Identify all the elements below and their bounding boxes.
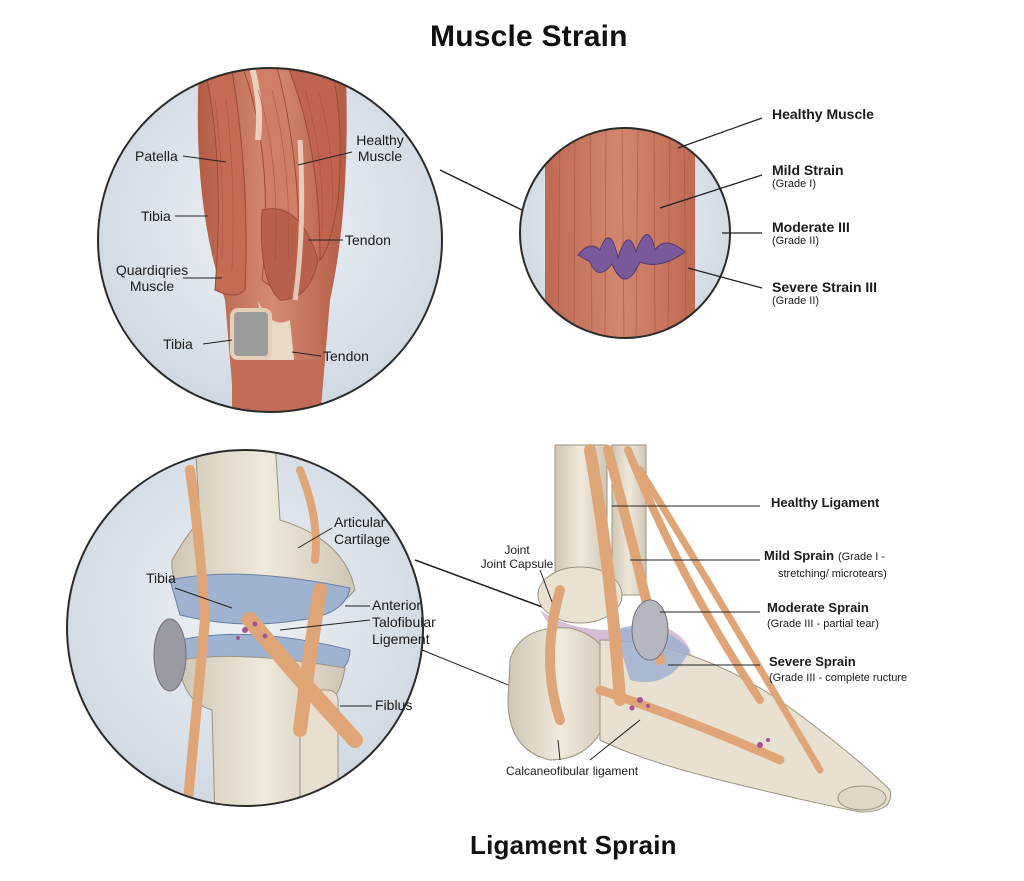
label-patella: Patella [135, 148, 178, 164]
label-healthy-muscle-line1: Healthy [356, 132, 404, 148]
label-anterior-line2: Talofibular [372, 614, 436, 630]
sprain-stage-moderate: Moderate Sprain (Grade III - partial tea… [767, 600, 879, 632]
sprain-leader-lines [539, 505, 760, 761]
label-articular-line1: Articular [334, 514, 386, 530]
strain-stage-grade: (Grade I) [772, 178, 817, 190]
strain-stage-name: Severe Strain III [772, 279, 878, 295]
ligament-sprain-title: Ligament Sprain [470, 830, 677, 860]
sprain-stage-name: Severe Sprain [769, 654, 856, 669]
strain-stage-severe: Severe Strain III (Grade II) [772, 279, 877, 308]
label-anterior-line1: Anterior [372, 597, 422, 613]
strain-stage-name: Healthy Muscle [772, 106, 874, 122]
strain-stage-name: Mild Strain [772, 162, 844, 178]
sprain-stage-mild: Mild Sprain (Grade I - stretching/ micro… [764, 548, 887, 582]
strain-stage-healthy: Healthy Muscle [772, 106, 874, 122]
label-anterior-line3: Ligement [372, 631, 430, 647]
connector-line [414, 559, 546, 609]
label-tendon-upper: Tendon [345, 232, 391, 248]
sprain-stage-severe: Severe Sprain (Grade III - complete ruct… [769, 654, 907, 686]
label-tibia-upper: Tibia [141, 208, 171, 224]
sprain-stage-desc: (Grade I - [837, 551, 886, 563]
label-articular-cartilage: Articular Cartilage [334, 514, 390, 548]
label-healthy-muscle: Healthy Muscle [348, 132, 412, 164]
strain-leader-lines [659, 117, 763, 289]
label-tibia-lower: Tibia [163, 336, 193, 352]
sprain-stage-desc: (Grade III - partial tear) [767, 618, 879, 630]
label-anterior-talofibular: Anterior Talofibular Ligement [372, 597, 436, 648]
label-knee-tibia: Tibia [146, 570, 176, 586]
knee-joint-illustration [66, 449, 424, 807]
label-tendon-lower: Tendon [323, 348, 369, 364]
strain-stage-moderate: Moderate III (Grade II) [772, 219, 850, 248]
label-articular-line2: Cartilage [334, 531, 391, 547]
ankle-foot-illustration [507, 444, 892, 813]
sprain-stage-healthy: Healthy Ligament [771, 494, 879, 511]
label-fiblus: Fiblus [375, 697, 413, 713]
label-quadriceps: Quardiqries Muscle [106, 262, 198, 294]
label-healthy-muscle-line2: Muscle [357, 148, 403, 164]
strain-stage-grade: (Grade II) [772, 295, 820, 307]
label-joint-line2: Joint Capsule [480, 557, 554, 571]
strain-stage-mild: Mild Strain (Grade I) [772, 162, 844, 191]
sprain-stage-desc-2: stretching/ microtears) [778, 568, 887, 580]
connector-line [439, 169, 523, 211]
leg-leader-lines [175, 151, 353, 357]
label-joint-capsule: Joint Joint Capsule [462, 543, 572, 571]
sprain-stage-name: Moderate Sprain [767, 600, 869, 615]
strain-stage-name: Moderate III [772, 219, 850, 235]
muscle-tear-zoom [519, 127, 731, 339]
label-calcaneofibular: Calcaneofibular ligament [506, 764, 639, 778]
leg-muscle-illustration [97, 67, 443, 413]
label-joint-line1: Joint [504, 543, 530, 557]
sprain-stage-desc: (Grade III - complete ructure [769, 672, 908, 684]
sprain-stage-name: Healthy Ligament [771, 495, 880, 510]
label-quadriceps-line2: Muscle [129, 278, 175, 294]
label-quadriceps-line1: Quardiqries [115, 262, 189, 278]
sprain-stage-name: Mild Sprain [764, 548, 835, 563]
strain-stage-grade: (Grade II) [772, 235, 820, 247]
muscle-strain-title: Muscle Strain [430, 20, 628, 53]
